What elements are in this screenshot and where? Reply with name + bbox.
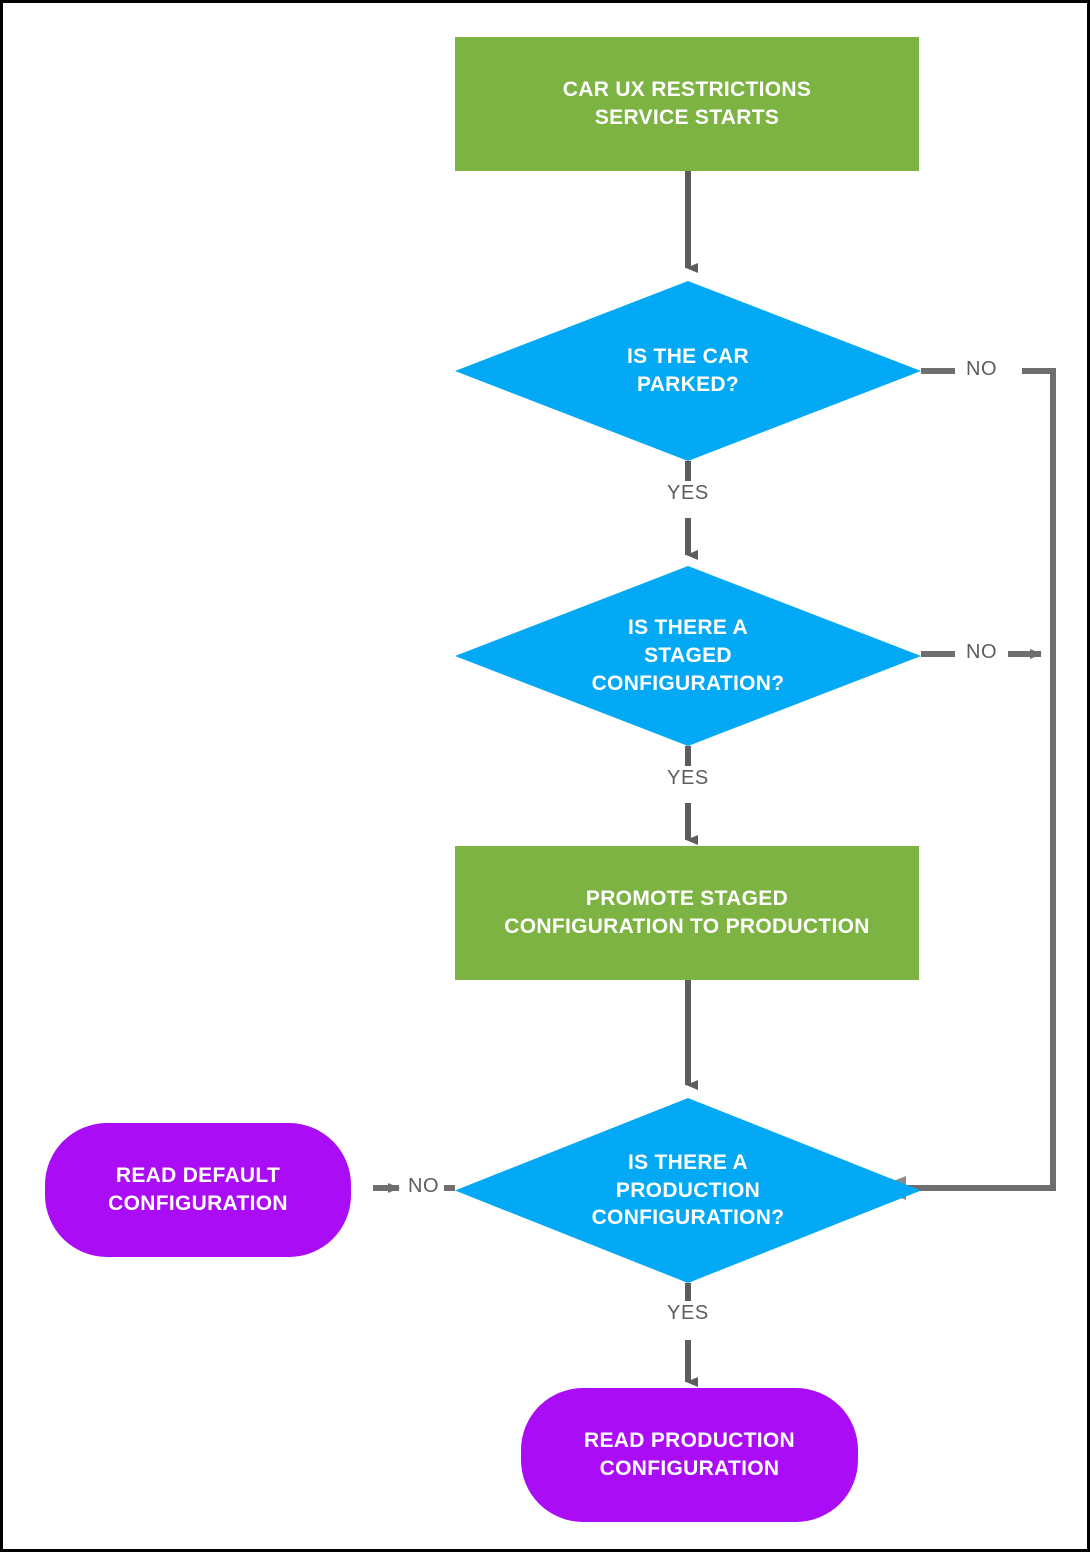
node-label: READ PRODUCTION CONFIGURATION [583, 1429, 795, 1480]
node-label: CAR UX RESTRICTIONS SERVICE STARTS [562, 78, 812, 129]
node-process-promote-staged-configuration-to-production[interactable]: PROMOTE STAGED CONFIGURATION TO PRODUCTI… [455, 846, 919, 980]
node-label: PROMOTE STAGED CONFIGURATION TO PRODUCTI… [504, 887, 870, 938]
edge-label-is-production-config-yes: YES [662, 1301, 714, 1326]
edge-label-is-production-config-no: NO [403, 1174, 445, 1199]
edge-label-is-staged-config-yes: YES [662, 766, 714, 791]
node-terminator-read-default-configuration[interactable]: READ DEFAULT CONFIGURATION [45, 1123, 351, 1257]
edge-label-is-car-parked-no: NO [961, 357, 1003, 382]
node-terminator-read-production-configuration[interactable]: READ PRODUCTION CONFIGURATION [521, 1388, 858, 1522]
node-start-car-ux-restrictions-service-starts[interactable]: CAR UX RESTRICTIONS SERVICE STARTS [455, 37, 919, 171]
edge-is-car-parked-no [876, 368, 1056, 1200]
node-decision-is-there-a-staged-configuration[interactable]: IS THERE A STAGED CONFIGURATION? [455, 566, 921, 746]
edge-label-is-staged-config-no: NO [961, 640, 1003, 665]
node-label: IS THERE A PRODUCTION CONFIGURATION? [591, 1150, 785, 1230]
node-label: READ DEFAULT CONFIGURATION [108, 1164, 288, 1215]
node-label: IS THERE A STAGED CONFIGURATION? [591, 616, 785, 695]
node-label: IS THE CAR PARKED? [626, 345, 749, 396]
edge-label-is-car-parked-yes: YES [662, 481, 714, 506]
connector-layer [373, 171, 1056, 1387]
node-decision-is-there-a-production-configuration[interactable]: IS THERE A PRODUCTION CONFIGURATION? [455, 1098, 921, 1283]
node-decision-is-the-car-parked[interactable]: IS THE CAR PARKED? [455, 281, 921, 461]
